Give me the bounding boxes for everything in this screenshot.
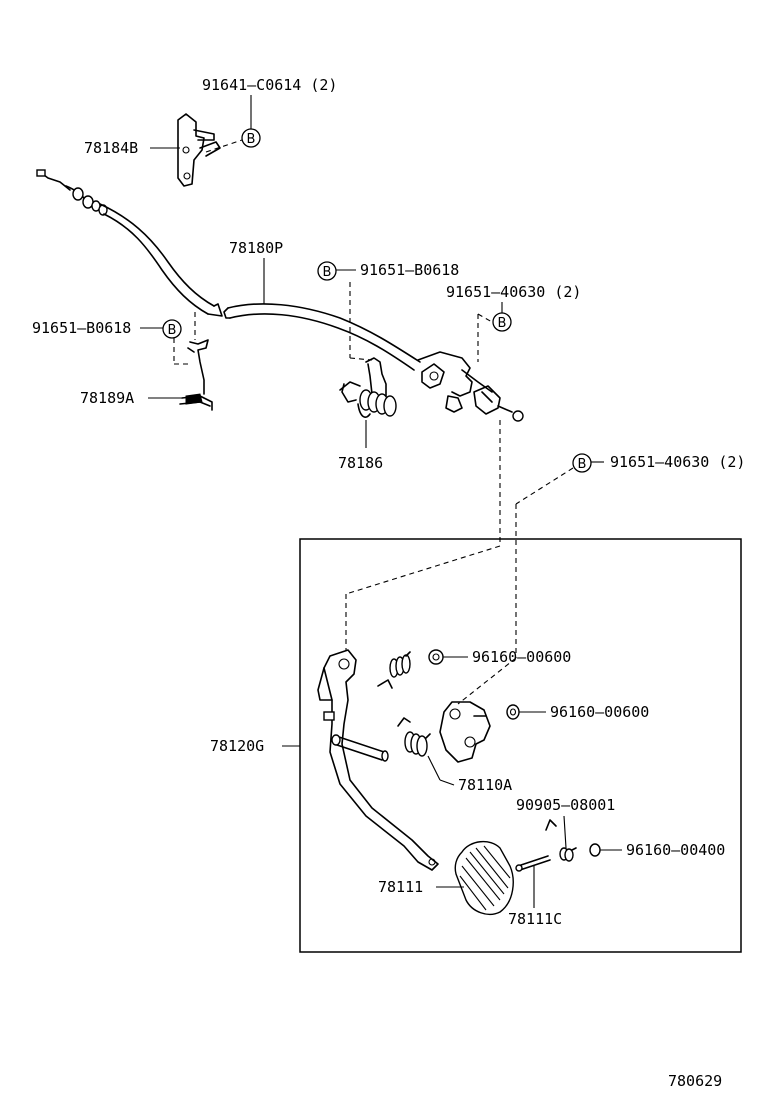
label-78189a: 78189A (80, 389, 134, 407)
label-78186: 78186 (338, 454, 383, 472)
bolt-marker-b-4-text: B (498, 316, 507, 331)
cable-78180p (36, 169, 524, 422)
label-91641-c0614: 91641–C0614 (2) (202, 76, 337, 94)
label-78110a: 78110A (458, 776, 512, 794)
bolt-marker-b-2-text: B (168, 323, 177, 338)
clip-78189a (179, 339, 213, 411)
pedal-arm (317, 649, 439, 871)
bracket-78184b (177, 113, 221, 187)
label-91651-40630-top: 91651–40630 (2) (446, 283, 581, 301)
label-96160-00600-a: 96160–00600 (472, 648, 571, 666)
spring-90905-08001 (545, 819, 577, 862)
label-91651-b0618-left: 91651–B0618 (32, 319, 131, 337)
label-78120g: 78120G (210, 737, 264, 755)
washer-96160-00400 (589, 843, 601, 857)
label-91651-40630-mid: 91651–40630 (2) (610, 453, 745, 471)
pin-78111c (515, 855, 551, 872)
bolt-marker-b-5 (572, 453, 592, 473)
bolt-marker-b-5-text: B (578, 457, 587, 472)
label-78111: 78111 (378, 878, 423, 896)
label-78180p: 78180P (229, 239, 283, 257)
pedal-pad-78111 (454, 841, 514, 916)
spring-clip-78186 (339, 357, 397, 418)
washer-96160-00600-a (428, 649, 444, 665)
bolt-marker-b-3 (317, 261, 337, 281)
label-90905-08001: 90905–08001 (516, 796, 615, 814)
bolt-marker-b-1-text: B (247, 132, 256, 147)
return-spring-small (377, 651, 411, 689)
bolt-marker-b-2 (162, 319, 182, 339)
return-spring-large (397, 717, 431, 757)
label-78184b: 78184B (84, 139, 138, 157)
bolt-marker-b-3-text: B (323, 265, 332, 280)
bracket-78110a (439, 701, 491, 763)
label-91651-b0618-top: 91651–B0618 (360, 261, 459, 279)
label-96160-00600-b: 96160–00600 (550, 703, 649, 721)
washer-96160-00600-b (506, 704, 520, 720)
diagram-id: 780629 (668, 1072, 722, 1090)
label-96160-00400: 96160–00400 (626, 841, 725, 859)
label-78111c: 78111C (508, 910, 562, 928)
